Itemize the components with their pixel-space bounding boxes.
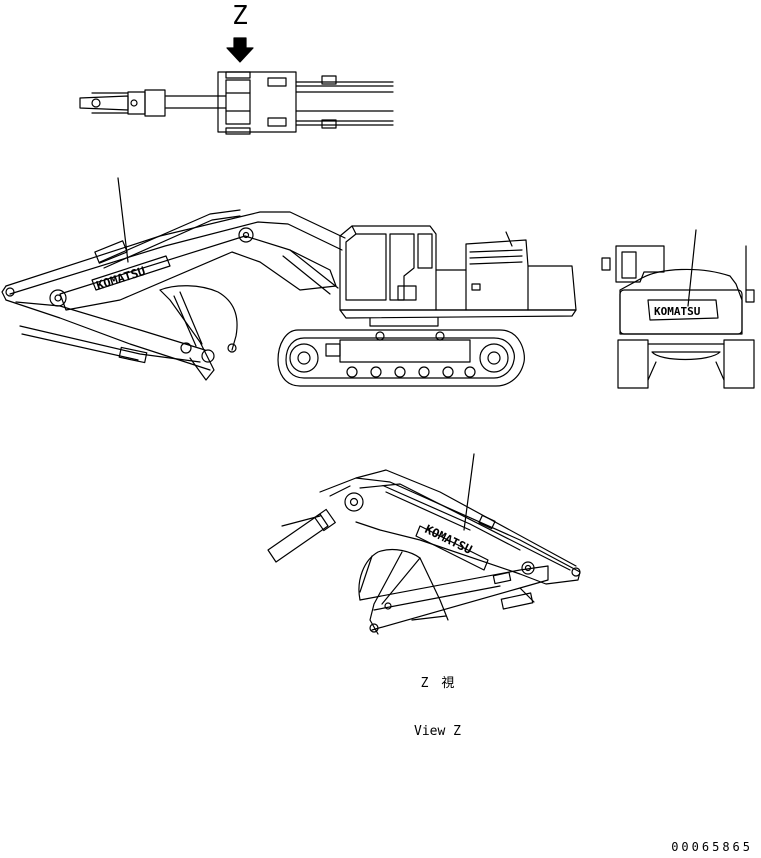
brand-label-rear-view: KOMATSU [654,305,701,318]
plan-view-top [79,71,394,135]
drawing-number: 00065865 [671,840,753,854]
view-marker-letter: Z [232,1,248,31]
view-z-caption-en: View Z [414,724,461,739]
rear-view-excavator [601,229,755,389]
side-view-excavator [1,177,577,387]
view-z-detail [267,453,581,635]
view-z-caption: Z 視 View Z [414,644,461,756]
view-z-caption-jp: Z 視 [420,676,455,691]
down-arrow-icon [226,37,254,63]
view-direction-marker: Z [226,1,254,63]
brand-label-side-view: KOMATSU [95,264,147,293]
